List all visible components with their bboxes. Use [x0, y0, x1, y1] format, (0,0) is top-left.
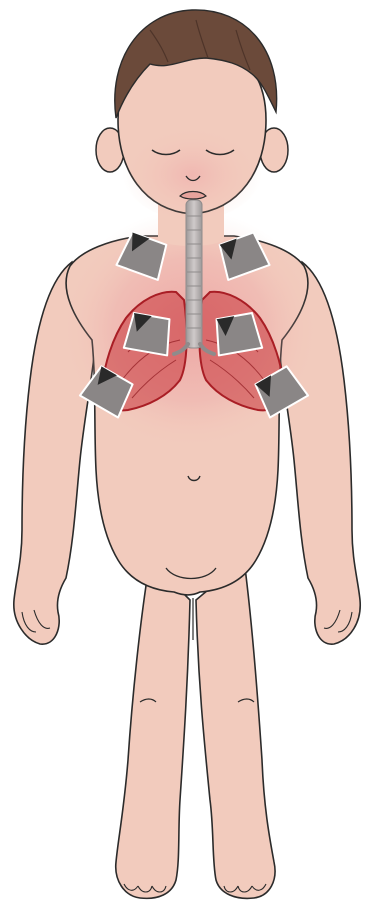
- left-leg: [116, 560, 190, 898]
- mouth: [180, 192, 206, 200]
- trachea: [186, 200, 202, 348]
- right-leg: [196, 560, 275, 898]
